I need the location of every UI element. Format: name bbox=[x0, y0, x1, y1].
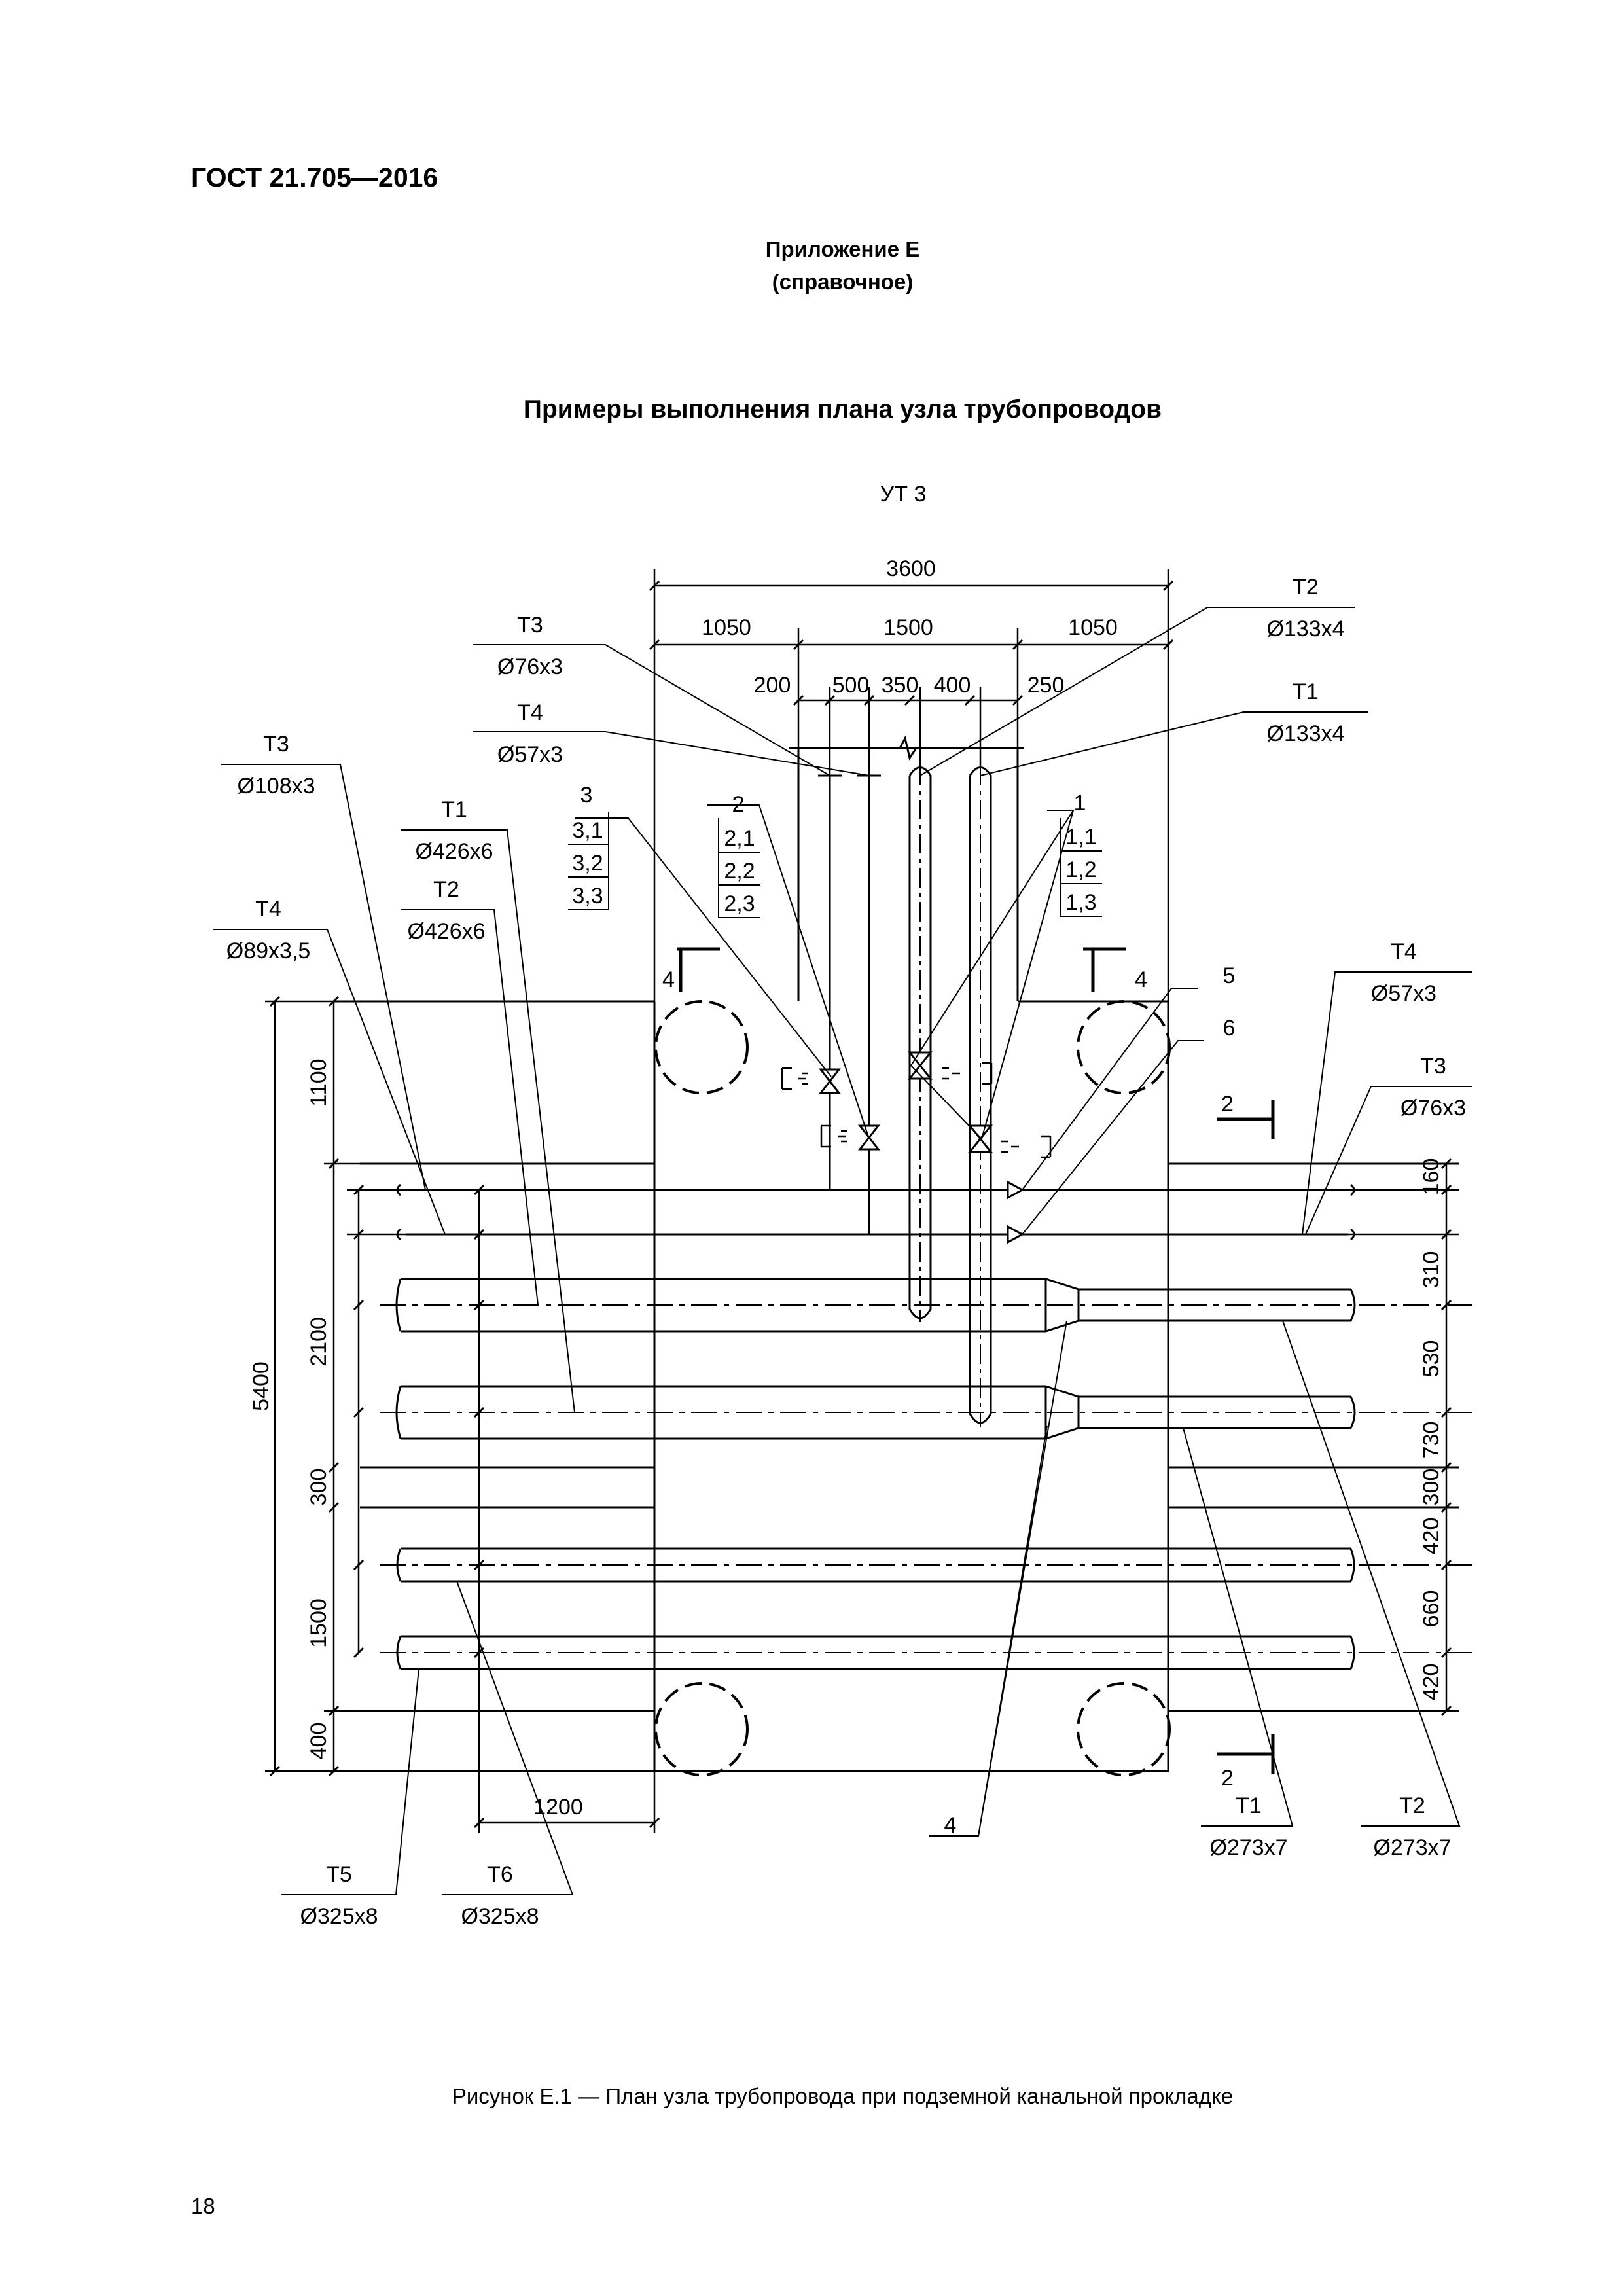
label-t3-right: Т3 bbox=[1420, 1054, 1446, 1079]
size-t2-left: Ø426x6 bbox=[407, 919, 485, 944]
size-t6-bottom: Ø325x8 bbox=[461, 1904, 539, 1929]
pipes-horizontal bbox=[395, 1180, 1356, 1670]
size-t4-top: Ø57x3 bbox=[497, 742, 563, 767]
size-t1-left: Ø426x6 bbox=[415, 839, 493, 864]
label-t2-bottom: Т2 bbox=[1399, 1793, 1425, 1818]
dim-300-left: 300 bbox=[306, 1469, 331, 1506]
size-t2-bottom: Ø273x7 bbox=[1373, 1835, 1451, 1860]
label-t2-top: Т2 bbox=[1293, 575, 1319, 600]
label-t4-right: Т4 bbox=[1391, 939, 1417, 964]
callout-5: 5 bbox=[1223, 963, 1236, 988]
pipe-axes bbox=[380, 1304, 1472, 1653]
dim-left: 1050 bbox=[702, 615, 751, 640]
label-t3-top: Т3 bbox=[517, 613, 543, 637]
group-3-item: 3,3 bbox=[572, 884, 603, 908]
group-2-item: 2,2 bbox=[724, 859, 755, 884]
dim-250: 250 bbox=[1027, 673, 1065, 698]
group-3-head: 3 bbox=[580, 783, 593, 808]
group-1-item: 1,2 bbox=[1065, 857, 1096, 882]
callout-4: 4 bbox=[944, 1813, 957, 1838]
valves bbox=[781, 1051, 1052, 1158]
size-t3-top: Ø76x3 bbox=[497, 655, 563, 679]
dim-160: 160 bbox=[1419, 1158, 1444, 1196]
size-t3-right: Ø76x3 bbox=[1400, 1096, 1466, 1121]
dim-420-a: 420 bbox=[1419, 1518, 1444, 1555]
dim-400-left: 400 bbox=[306, 1723, 331, 1760]
dim-300-right: 300 bbox=[1419, 1469, 1444, 1506]
group-1-head: 1 bbox=[1074, 791, 1086, 816]
label-t4-left: Т4 bbox=[255, 897, 281, 922]
callouts: 5 6 4 bbox=[944, 963, 1236, 1838]
label-t3-left: Т3 bbox=[263, 732, 289, 757]
dim-400: 400 bbox=[934, 673, 971, 698]
group-2-item: 2,1 bbox=[724, 826, 755, 851]
label-t4-top: Т4 bbox=[517, 700, 543, 725]
channels bbox=[360, 1162, 1459, 1712]
size-t2-top: Ø133x4 bbox=[1266, 617, 1344, 641]
dim-right: 1050 bbox=[1068, 615, 1118, 640]
dim-200: 200 bbox=[754, 673, 791, 698]
label-t5-bottom: Т5 bbox=[326, 1862, 352, 1887]
group-3-item: 3,2 bbox=[572, 851, 603, 876]
size-t5-bottom: Ø325x8 bbox=[300, 1904, 378, 1929]
group-2-item: 2,3 bbox=[724, 891, 755, 916]
dim-mid: 1500 bbox=[883, 615, 933, 640]
dim-total-height: 5400 bbox=[249, 1361, 274, 1411]
group-2-head: 2 bbox=[732, 792, 745, 817]
label-t6-bottom: Т6 bbox=[487, 1862, 513, 1887]
label-t2-left: Т2 bbox=[433, 877, 459, 902]
valve-icon bbox=[818, 1068, 842, 1094]
group-1-item: 1,3 bbox=[1065, 890, 1096, 915]
niche-circles bbox=[654, 1000, 1171, 1776]
figure-caption: Рисунок Е.1 — План узла трубопровода при… bbox=[452, 2084, 1234, 2108]
dim-1500: 1500 bbox=[306, 1598, 331, 1648]
dim-530: 530 bbox=[1419, 1340, 1444, 1378]
dim-310: 310 bbox=[1419, 1251, 1444, 1289]
label-t1-bottom: Т1 bbox=[1236, 1793, 1262, 1818]
dim-1100: 1100 bbox=[306, 1058, 331, 1106]
dim-total-width: 3600 bbox=[886, 556, 936, 581]
group-1-item: 1,1 bbox=[1065, 825, 1096, 850]
callout-6: 6 bbox=[1223, 1016, 1236, 1041]
unit-label: УТ 3 bbox=[880, 482, 927, 507]
leader-lines bbox=[213, 607, 1472, 1895]
size-t4-left: Ø89x3,5 bbox=[226, 939, 311, 963]
pipes-vertical bbox=[818, 766, 992, 1424]
dim-420-b: 420 bbox=[1419, 1664, 1444, 1701]
document-header: ГОСТ 21.705—2016 bbox=[191, 162, 438, 192]
section-2-bottom: 2 bbox=[1221, 1766, 1234, 1791]
label-t1-left: Т1 bbox=[441, 797, 467, 822]
appendix-note: (справочное) bbox=[772, 270, 914, 294]
page-number: 18 bbox=[191, 2194, 215, 2218]
dim-1200: 1200 bbox=[533, 1795, 583, 1820]
dim-350: 350 bbox=[882, 673, 919, 698]
dim-2100: 2100 bbox=[306, 1317, 331, 1367]
pipe-labels: Т3 Ø76x3 Т4 Ø57x3 Т2 Ø133x4 Т1 Ø133x4 Т3… bbox=[226, 575, 1466, 1929]
dim-730: 730 bbox=[1419, 1422, 1444, 1459]
fitting-groups: 3 3,1 3,2 3,3 2 2,1 2,2 2,3 1 1,1 1,2 1,… bbox=[568, 783, 1102, 918]
section-4-right: 4 bbox=[1135, 967, 1147, 992]
section-2-top: 2 bbox=[1221, 1092, 1234, 1117]
size-t1-bottom: Ø273x7 bbox=[1209, 1835, 1287, 1860]
section-4-left: 4 bbox=[662, 967, 675, 992]
label-t1-top: Т1 bbox=[1293, 679, 1319, 704]
section-markers bbox=[677, 947, 1275, 1774]
size-t1-top: Ø133x4 bbox=[1266, 721, 1344, 746]
section-title: Примеры выполнения плана узла трубопрово… bbox=[523, 395, 1162, 423]
dim-660: 660 bbox=[1419, 1590, 1444, 1628]
appendix-title: Приложение Е bbox=[765, 237, 920, 261]
dim-500: 500 bbox=[832, 673, 870, 698]
group-3-item: 3,1 bbox=[572, 818, 603, 843]
size-t3-left: Ø108x3 bbox=[237, 774, 315, 798]
size-t4-right: Ø57x3 bbox=[1371, 981, 1436, 1006]
pipe-vertical-axes bbox=[919, 766, 981, 1427]
dimension-lines bbox=[265, 569, 1459, 1833]
